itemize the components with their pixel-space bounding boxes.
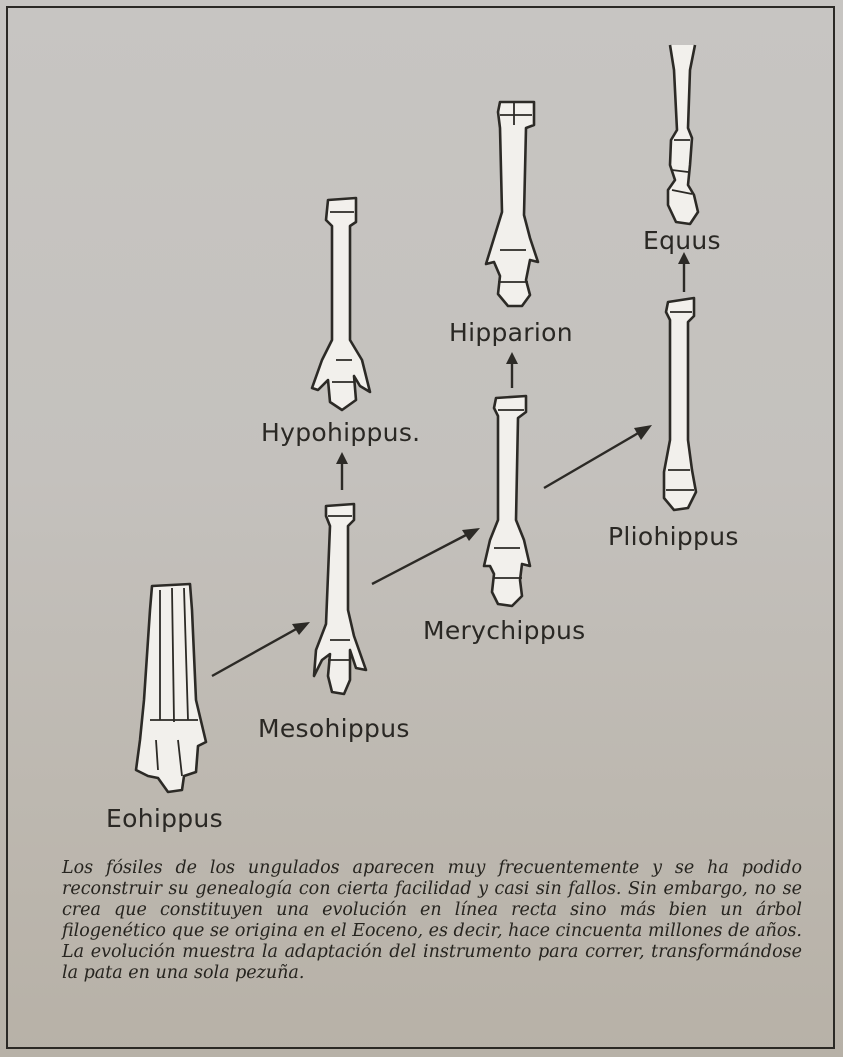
hipparion-leg-bone bbox=[486, 102, 538, 306]
label-hypohippus: Hypohippus. bbox=[261, 418, 420, 447]
arrow-mesohippus-to-hypohippus bbox=[336, 452, 348, 490]
label-mesohippus: Mesohippus bbox=[258, 714, 410, 743]
hypohippus-leg-bone bbox=[312, 198, 370, 410]
mesohippus-leg-bone bbox=[314, 504, 366, 694]
label-eohippus: Eohippus bbox=[106, 804, 223, 833]
equus-leg-bone bbox=[668, 45, 698, 224]
arrow-pliohippus-to-equus bbox=[678, 252, 690, 292]
arrow-merychippus-to-hipparion bbox=[506, 352, 518, 388]
arrow-merychippus-to-pliohippus bbox=[544, 425, 652, 488]
pliohippus-leg-bone bbox=[664, 298, 696, 510]
label-equus: Equus bbox=[643, 226, 721, 255]
label-hipparion: Hipparion bbox=[449, 318, 573, 347]
label-pliohippus: Pliohippus bbox=[608, 522, 739, 551]
arrow-eohippus-to-mesohippus bbox=[212, 622, 310, 676]
figure-caption: Los fósiles de los ungulados aparecen mu… bbox=[62, 858, 802, 984]
arrow-mesohippus-to-merychippus bbox=[372, 528, 480, 584]
eohippus-leg-bone bbox=[136, 584, 206, 792]
merychippus-leg-bone bbox=[484, 396, 530, 606]
label-merychippus: Merychippus bbox=[423, 616, 585, 645]
